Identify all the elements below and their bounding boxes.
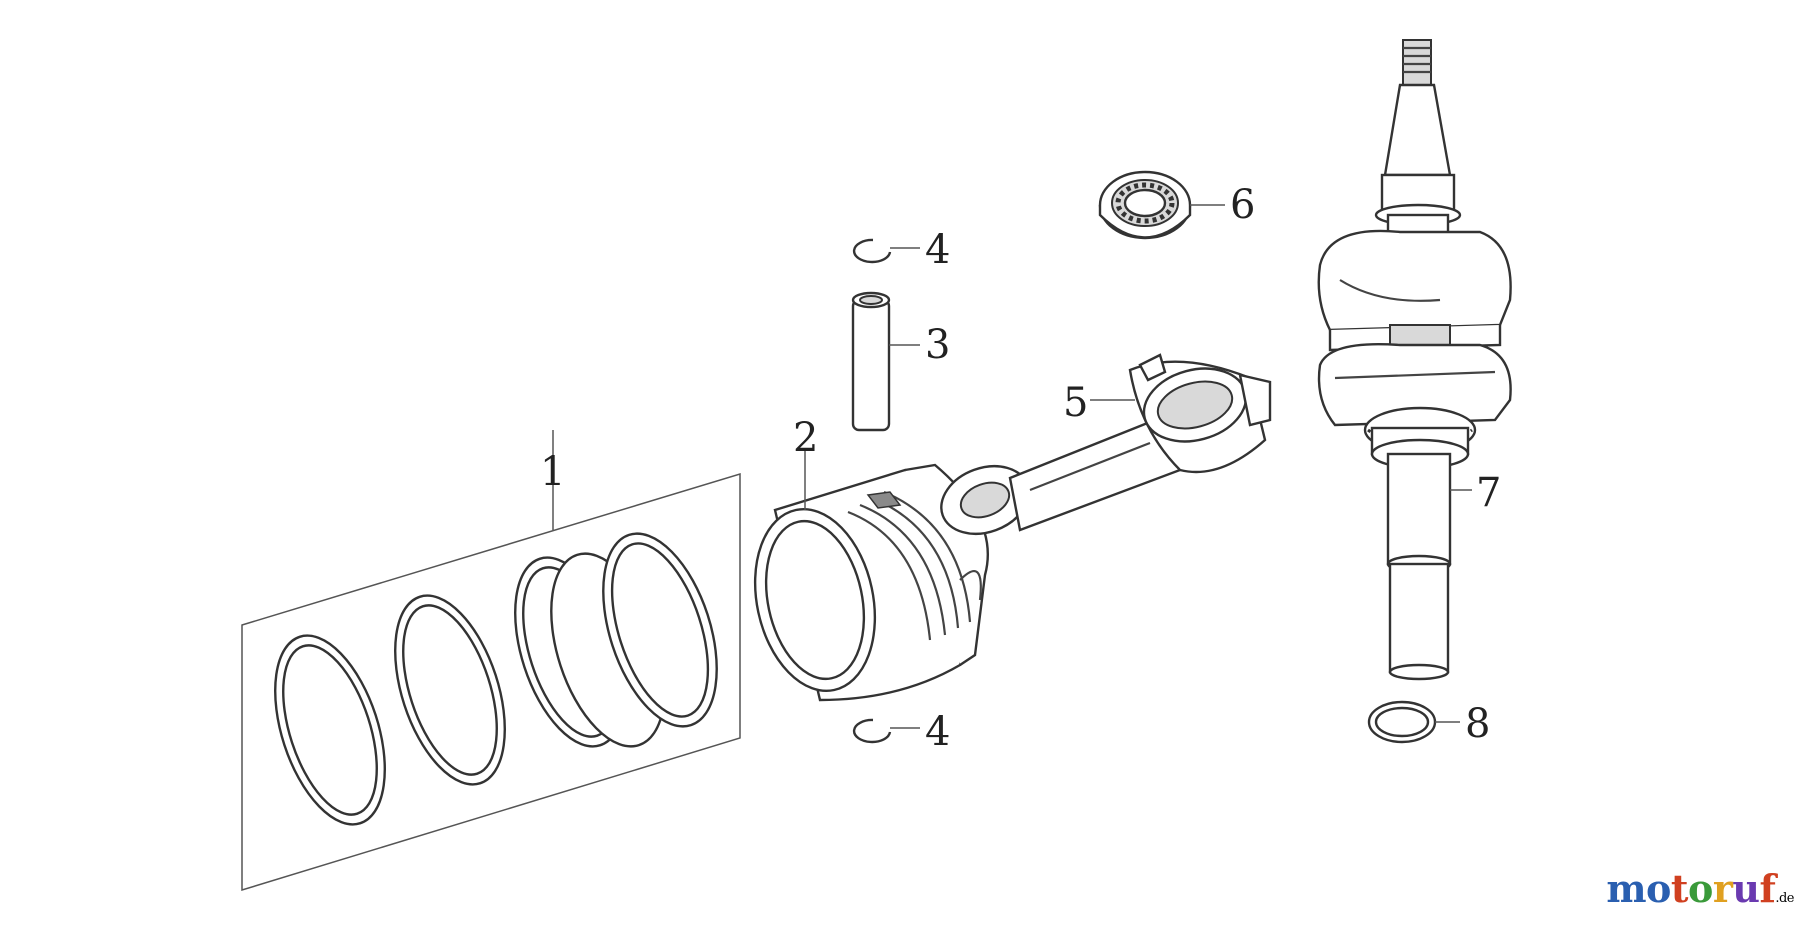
circlip-bottom — [852, 718, 920, 744]
callout-7: 7 — [1476, 470, 1502, 516]
callout-1: 1 — [540, 449, 566, 495]
callout-3: 3 — [925, 322, 951, 368]
callout-4-top: 4 — [925, 227, 951, 273]
logo-tld: .de — [1775, 891, 1794, 906]
callout-8: 8 — [1465, 701, 1491, 747]
logo-letter: m — [1606, 866, 1647, 911]
callout-6: 6 — [1230, 182, 1256, 228]
callout-2: 2 — [793, 415, 819, 461]
piston-pin — [851, 291, 920, 432]
logo-letter: o — [1646, 866, 1671, 911]
circlip-top — [852, 238, 920, 264]
logo-letter: r — [1712, 866, 1733, 911]
logo-letter: f — [1759, 866, 1776, 911]
logo-letter: o — [1687, 866, 1713, 911]
callout-4-bottom: 4 — [925, 709, 951, 755]
piston-ring-set — [241, 430, 741, 892]
seal-ring — [1367, 700, 1460, 744]
logo-letter: u — [1732, 866, 1760, 911]
logo-wordmark: motoruf — [1606, 866, 1776, 911]
motoruf-logo: motoruf.de — [1606, 866, 1794, 911]
crankshaft — [1317, 39, 1512, 681]
connecting-rod — [940, 353, 1272, 535]
logo-letter: t — [1670, 866, 1689, 911]
callout-5: 5 — [1063, 380, 1089, 426]
piston — [753, 448, 989, 702]
ball-bearing — [1098, 170, 1225, 240]
ring-set-box — [241, 472, 741, 892]
